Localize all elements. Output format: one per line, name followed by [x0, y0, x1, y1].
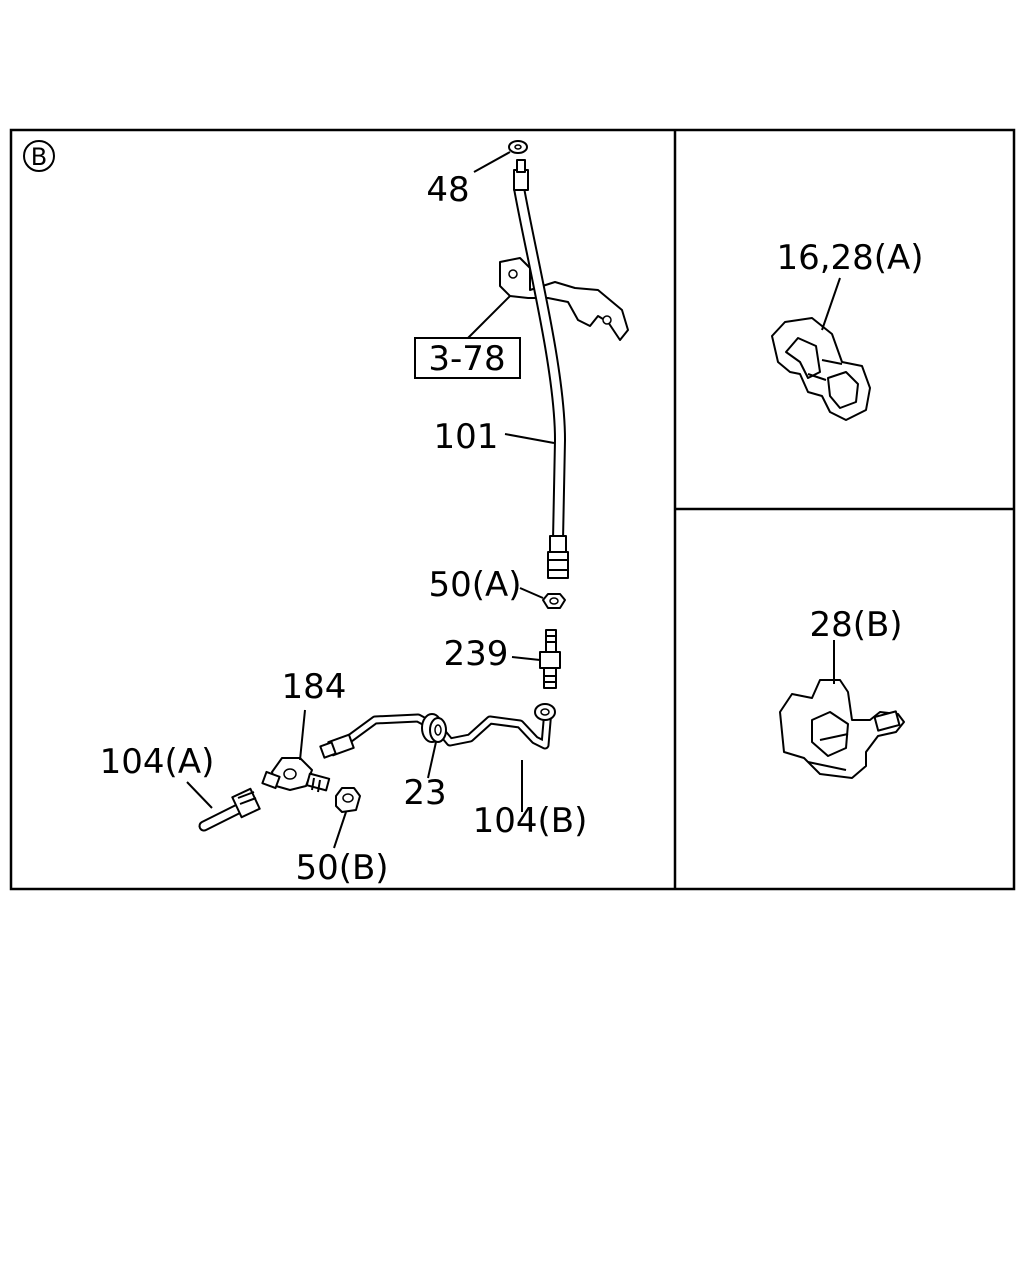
ref-box-3-78	[414, 337, 521, 379]
label-23: 23	[403, 773, 446, 813]
label-101: 101	[434, 417, 499, 457]
brake-pipe-104b	[319, 703, 556, 812]
clip-23	[421, 713, 447, 779]
frame-bracket	[414, 257, 629, 379]
label-3-78: 3-78	[428, 339, 505, 379]
tee-fitting-184	[261, 709, 331, 793]
flexible-hose-101	[504, 159, 569, 579]
label-28b: 28(B)	[809, 605, 902, 645]
panel-frames	[9, 128, 1016, 891]
label-48: 48	[426, 170, 469, 210]
hose-clip-28b	[779, 640, 905, 779]
label-104b: 104(B)	[473, 801, 588, 841]
view-marker: B	[23, 140, 55, 172]
washer-48	[473, 140, 528, 173]
view-marker-letter: B	[31, 143, 47, 171]
label-104a: 104(A)	[100, 742, 215, 782]
label-239: 239	[444, 634, 509, 674]
hose-clip-16-28a	[771, 277, 871, 421]
nut-50a	[519, 587, 566, 609]
connector-239	[511, 629, 561, 689]
view-marker-circle	[23, 140, 55, 172]
label-50b: 50(B)	[295, 848, 388, 888]
label-16-28a: 16,28(A)	[776, 238, 923, 278]
brake-pipe-104a	[186, 781, 261, 832]
label-184: 184	[282, 667, 347, 707]
label-50a: 50(A)	[428, 565, 521, 605]
nut-50b	[333, 787, 361, 849]
